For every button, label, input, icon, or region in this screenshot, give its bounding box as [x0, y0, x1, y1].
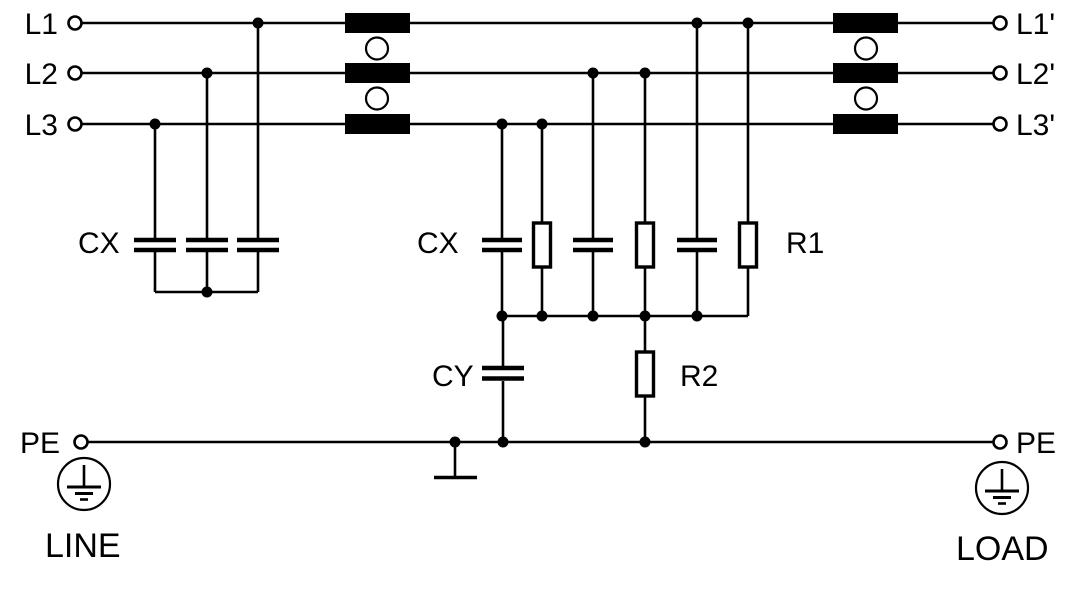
choke-winding-icon: [345, 63, 410, 83]
terminal-label-pe-out: PE: [1016, 427, 1056, 460]
resistor-box-icon: [737, 221, 759, 269]
cx-line-side-label: CX: [78, 227, 120, 260]
choke-winding-icon: [833, 63, 898, 83]
terminal-labels: L1 L2 L3 PE L1' L2' L3' PE: [20, 8, 1056, 460]
resistor-box-icon: [531, 221, 553, 269]
junction-dot-icon: [691, 310, 703, 322]
junction-dot-icon: [639, 436, 651, 448]
capacitor-plates-icon: [134, 237, 279, 253]
terminal-label-l2-in: L2: [25, 58, 58, 91]
cx-mid-label: CX: [417, 227, 459, 260]
junction-dot-icon: [449, 436, 461, 448]
open-terminal-icon: [992, 65, 1008, 81]
junction-dot-icon: [587, 67, 599, 79]
choke-winding-icon: [833, 114, 898, 134]
capacitor-plates-icon: [482, 365, 524, 381]
junction-dot-icon: [691, 17, 703, 29]
input-terminals: [67, 15, 89, 450]
open-terminal-icon: [992, 15, 1008, 31]
junction-dot-icon: [201, 67, 213, 79]
protective-earth-circled-icon: [56, 456, 112, 512]
resistor-box-icon: [634, 221, 656, 269]
choke-line-side: [345, 13, 410, 134]
junction-dot-icon: [587, 310, 599, 322]
open-terminal-icon: [73, 434, 89, 450]
output-terminals: [992, 15, 1008, 450]
terminal-label-l2-out: L2': [1016, 58, 1055, 91]
junction-dot-icon: [252, 17, 264, 29]
choke-core-circle-icon: [364, 86, 390, 111]
choke-core-circle-icon: [853, 86, 879, 111]
load-side-caption: LOAD: [956, 530, 1049, 568]
open-terminal-icon: [67, 116, 83, 132]
cx-r1-bank-mid: CX R1: [417, 17, 824, 322]
terminal-label-l1-in: L1: [25, 8, 58, 41]
terminal-label-l3-out: L3': [1016, 109, 1055, 142]
resistor-box-icon: [634, 350, 656, 398]
capacitor-plates-icon: [482, 237, 717, 253]
open-terminal-icon: [67, 15, 83, 31]
r1-label: R1: [786, 227, 824, 260]
cy-branch: CY: [432, 316, 524, 442]
choke-load-side: [833, 13, 898, 134]
junction-dot-icon: [497, 436, 509, 448]
cx-bank-line-side: CX: [78, 17, 279, 298]
cy-label: CY: [432, 360, 474, 393]
choke-winding-icon: [345, 114, 410, 134]
junction-dot-icon: [201, 286, 213, 298]
r2-branch: R2: [634, 316, 718, 442]
junction-dot-icon: [149, 118, 161, 130]
choke-core-circle-icon: [364, 36, 390, 61]
terminal-label-l1-out: L1': [1016, 8, 1055, 41]
junction-dot-icon: [536, 310, 548, 322]
choke-core-circle-icon: [853, 36, 879, 61]
open-terminal-icon: [67, 65, 83, 81]
choke-winding-icon: [833, 13, 898, 33]
terminal-label-l3-in: L3: [25, 109, 58, 142]
open-terminal-icon: [992, 116, 1008, 132]
junction-dot-icon: [639, 67, 651, 79]
junction-dot-icon: [742, 17, 754, 29]
earth-ground-icon: [434, 442, 477, 480]
junction-dot-icon: [536, 118, 548, 130]
junction-dot-icon: [496, 118, 508, 130]
protective-earth-circled-icon: [974, 460, 1030, 516]
choke-winding-icon: [345, 13, 410, 33]
r2-label: R2: [680, 360, 718, 393]
phase-wires: [82, 21, 993, 444]
terminal-label-pe-in: PE: [20, 427, 60, 460]
line-side-caption: LINE: [45, 527, 121, 565]
open-terminal-icon: [992, 434, 1008, 450]
